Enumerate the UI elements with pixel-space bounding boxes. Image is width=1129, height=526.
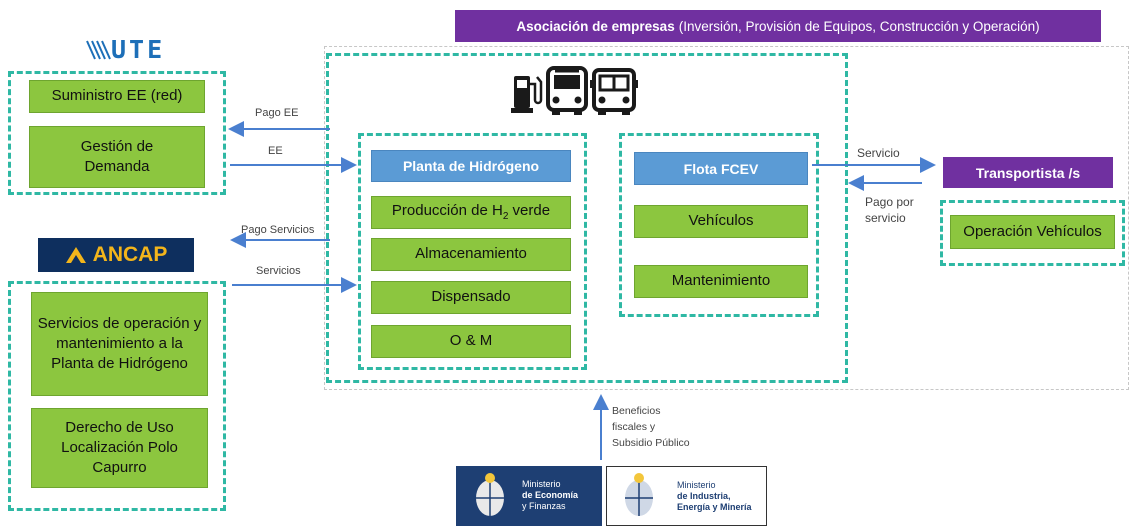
dispensado-box: Dispensado [371, 281, 571, 314]
beneficios-line2: fiscales y [612, 420, 656, 433]
vehicle-icons [511, 66, 638, 115]
fuel-pump-icon [511, 76, 543, 113]
plant-title-box: Planta de Hidrógeno [371, 150, 571, 182]
transportista-box: Transportista /s [943, 157, 1113, 188]
miem-line2: de Industria, [677, 490, 731, 501]
consortium-header: Asociación de empresas (Inversión, Provi… [455, 10, 1101, 42]
ancap-logo-text: ANCAP [92, 243, 168, 266]
gestion-demanda-label: Gestión de Demanda [80, 137, 154, 175]
mef-line1: Ministerio [522, 479, 561, 489]
miem-logo: Ministerio de Industria, Energía y Miner… [606, 466, 767, 526]
plant-title: Planta de Hidrógeno [402, 158, 540, 174]
fleet-group [619, 133, 819, 317]
transportista-label: Transportista /s [975, 164, 1081, 181]
consortium-box [326, 53, 848, 383]
coat-of-arms-icon [476, 473, 504, 516]
ute-services-group [8, 71, 226, 195]
produccion-suffix: verde [508, 202, 551, 220]
plant-group [358, 133, 587, 370]
fleet-title-box: Flota FCEV [634, 152, 808, 185]
ancap-chevron-icon [65, 247, 86, 263]
mef-line3: y Finanzas [522, 500, 566, 511]
suministro-ee-label: Suministro EE (red) [51, 87, 183, 105]
pago-por-servicio-label: Pago por servicio [865, 194, 914, 226]
om-label: O & M [449, 332, 493, 350]
beneficios-line1: Beneficios [612, 405, 661, 417]
servicios-operacion-box: Servicios de operación y mantenimiento a… [31, 292, 208, 396]
pago-servicios-label: Pago Servicios [241, 224, 315, 236]
servicios-label: Servicios [256, 265, 301, 277]
almacenamiento-box: Almacenamiento [371, 238, 571, 271]
miem-logo-text: Ministerio de Industria, Energía y Miner… [677, 480, 752, 512]
produccion-h2-box: Producción de H2 verde [371, 196, 571, 229]
mef-line2: de Economía [522, 489, 579, 500]
produccion-h2-label: Producción de H2 verde [392, 201, 550, 224]
mantenimiento-box: Mantenimiento [634, 265, 808, 298]
ute-mark-icon [86, 40, 111, 60]
servicio-label: Servicio [857, 146, 900, 160]
pago-por-line: Pago por [865, 195, 914, 209]
ute-logo: UTE [85, 34, 166, 64]
ancap-services-group [8, 281, 226, 511]
beneficios-label: Beneficios fiscales y Subsidio Público [612, 404, 690, 451]
miem-line1: Ministerio [677, 480, 716, 490]
fleet-title: Flota FCEV [683, 160, 759, 177]
vehiculos-label: Vehículos [688, 212, 754, 230]
truck-icon [590, 68, 638, 115]
dispensado-label: Dispensado [431, 288, 511, 306]
suministro-ee-box: Suministro EE (red) [29, 80, 205, 113]
mantenimiento-label: Mantenimiento [671, 272, 771, 290]
vehiculos-box: Vehículos [634, 205, 808, 238]
miem-line3: Energía y Minería [677, 501, 752, 512]
ute-logo-text: UTE [111, 34, 166, 64]
transportista-group [940, 200, 1125, 266]
beneficios-line3: Subsidio Público [612, 436, 690, 449]
ee-label: EE [268, 145, 283, 157]
bus-icon [546, 66, 588, 115]
pago-ee-label: Pago EE [255, 107, 299, 119]
produccion-prefix: Producción de H [391, 202, 503, 220]
operacion-vehiculos-box: Operación Vehículos [950, 215, 1115, 249]
om-box: O & M [371, 325, 571, 358]
derecho-uso-label: Derecho de Uso Localización Polo Capurro [61, 418, 178, 477]
mef-logo-text: Ministerio de Economía y Finanzas [522, 479, 578, 511]
mef-logo: Ministerio de Economía y Finanzas [456, 466, 602, 526]
ancap-logo: ANCAP [38, 238, 194, 272]
consortium-header-bold: Asociación de empresas [516, 18, 675, 34]
coat-of-arms-icon [625, 473, 653, 516]
almacenamiento-label: Almacenamiento [415, 245, 527, 263]
produccion-subscript: 2 [502, 211, 509, 223]
derecho-uso-box: Derecho de Uso Localización Polo Capurro [31, 408, 208, 488]
servicio-line: servicio [865, 211, 906, 226]
operacion-vehiculos-label: Operación Vehículos [963, 222, 1102, 240]
consortium-header-rest: (Inversión, Provisión de Equipos, Constr… [678, 18, 1040, 34]
gestion-demanda-box: Gestión de Demanda [29, 126, 205, 188]
servicios-operacion-label: Servicios de operación y mantenimiento a… [37, 314, 202, 373]
